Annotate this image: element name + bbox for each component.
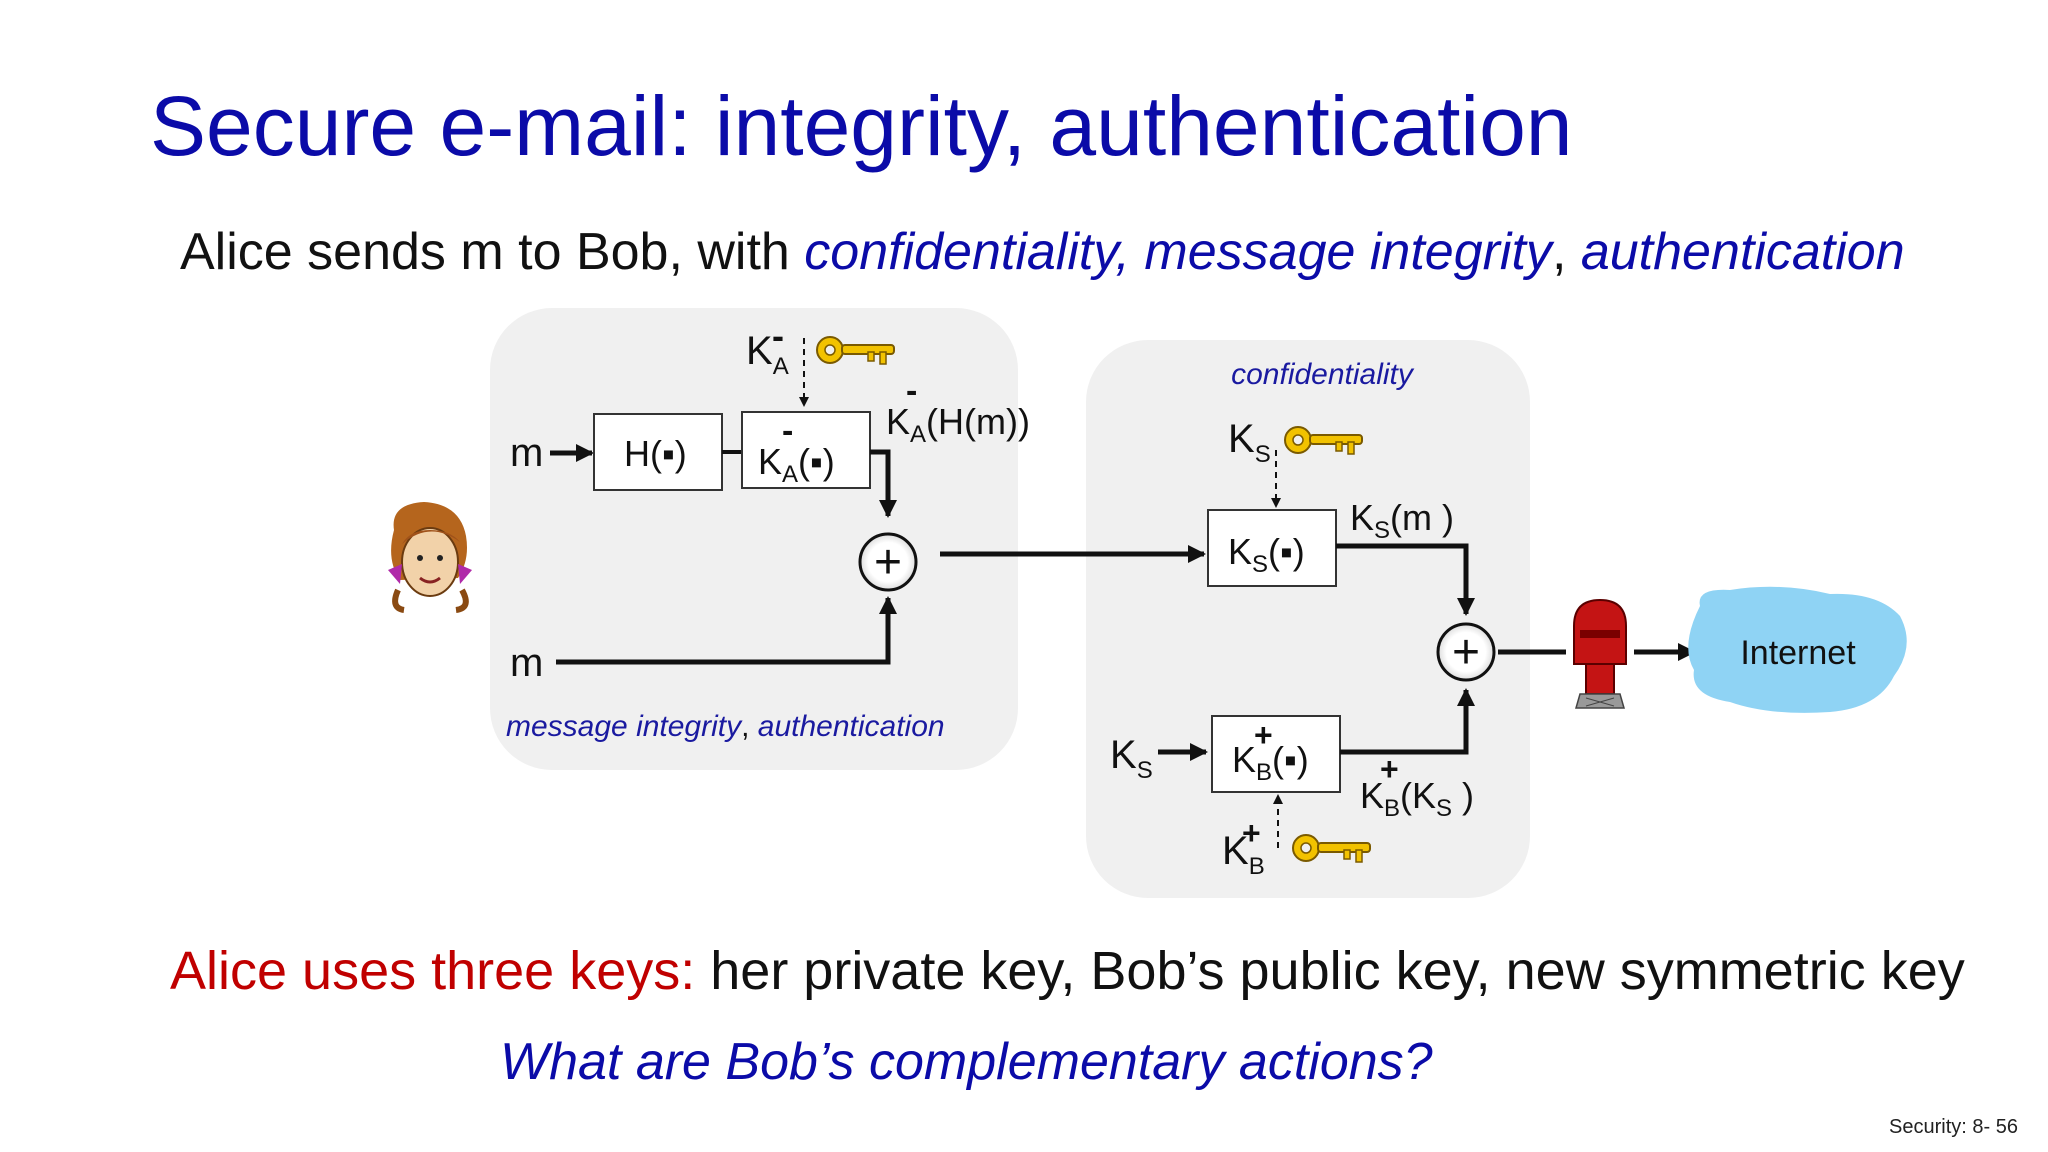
sign-box [741, 411, 871, 489]
subtitle-confidentiality: confidentiality [804, 223, 1116, 281]
right-plus [1436, 622, 1496, 682]
subtitle-message-integrity: message integrity [1144, 223, 1552, 281]
svg-text:KS: KS [1228, 417, 1271, 468]
internet-label: Internet [1740, 634, 1856, 672]
right-caption: confidentiality [1231, 358, 1415, 391]
kb-key-sup: + [1242, 815, 1261, 851]
sign-out-rest: (H(m)) [926, 401, 1030, 442]
subtitle-sep2: , [1551, 223, 1581, 281]
sign-out-k: K [886, 401, 910, 442]
ks-box-close: ) [1293, 531, 1305, 572]
svg-text:KA(H(m)): KA(H(m)) [886, 401, 1030, 448]
kb-box [1211, 715, 1341, 793]
key-icon [816, 336, 895, 365]
mailbox-icon [1573, 598, 1627, 709]
kb-box-k: K [1232, 739, 1256, 780]
svg-text:H(▪): H(▪) [624, 433, 687, 474]
sign-out-sup: - [906, 372, 917, 410]
sign-key-sup: - [772, 315, 784, 356]
subtitle-prefix: Alice sends m to Bob, with [180, 223, 805, 281]
svg-text:KB(KS ): KB(KS ) [1360, 775, 1474, 822]
svg-text:KB(▪): KB(▪) [1232, 739, 1309, 786]
sign-box-k: K [758, 441, 782, 482]
ks-out-rest: (m ) [1390, 497, 1454, 538]
ks-key-k: K [1228, 417, 1255, 461]
sign-box-sub: A [782, 461, 798, 488]
ks-key-sub: S [1255, 441, 1271, 468]
hash-box-close: ) [675, 433, 687, 474]
key-icon [1284, 426, 1363, 455]
sign-box-paren: ( [798, 441, 810, 482]
svg-text:KS(m ): KS(m ) [1350, 497, 1454, 544]
hash-box [593, 413, 723, 491]
ks-box [1207, 509, 1337, 587]
left-caption-sep: , [741, 710, 758, 743]
svg-text:KA: KA [746, 329, 789, 380]
m-top-label: m [510, 431, 543, 475]
sign-box-sup: - [782, 412, 793, 450]
key-icon [1292, 834, 1371, 863]
kb-out-sub2: S [1436, 795, 1452, 822]
sign-box-close: ) [823, 441, 835, 482]
kb-out-close: ) [1452, 775, 1474, 816]
alice-icon [388, 502, 472, 613]
kb-out-k: K [1360, 775, 1384, 816]
kb-out-mid: (K [1400, 775, 1436, 816]
kb-key-sub: B [1249, 853, 1265, 880]
ks-box-paren: ( [1268, 531, 1280, 572]
subtitle-authentication: authentication [1580, 223, 1905, 281]
m-bottom-label: m [510, 641, 543, 685]
svg-text:KB: KB [1222, 829, 1265, 880]
bottom-line-black: her private key, Bob’s public key, new s… [710, 941, 1965, 1001]
left-panel [490, 308, 1018, 770]
ks-in-k: K [1110, 733, 1137, 777]
kb-box-sup: + [1254, 717, 1273, 753]
sign-key-k: K [746, 329, 773, 373]
left-plus [858, 532, 918, 592]
ks-box-sub: S [1252, 551, 1268, 578]
kb-box-close: ) [1297, 739, 1309, 780]
ks-out-k: K [1350, 497, 1374, 538]
subtitle-sep1: , [1115, 223, 1145, 281]
kb-out-sub: B [1384, 795, 1400, 822]
bottom-line: Alice uses three keys: her private key, … [170, 940, 1965, 1002]
left-caption-a: message integrity [506, 710, 743, 743]
kb-key-k: K [1222, 829, 1249, 873]
svg-text:KS: KS [1110, 733, 1153, 784]
svg-text:message integrity, authenticat: message integrity, authentication [506, 710, 945, 743]
kb-box-sub: B [1256, 759, 1272, 786]
question: What are Bob’s complementary actions? [500, 1033, 1433, 1091]
ks-in-sub: S [1137, 757, 1153, 784]
internet-cloud-icon [1688, 586, 1907, 713]
svg-text:KS(▪): KS(▪) [1228, 531, 1305, 578]
right-plus-sign: + [1452, 626, 1480, 679]
svg-text:KA(▪): KA(▪) [758, 441, 835, 488]
sign-key-sub: A [773, 353, 789, 380]
kb-box-paren: ( [1272, 739, 1284, 780]
left-caption-b: authentication [758, 710, 945, 743]
left-plus-sign: + [874, 536, 902, 589]
slide-footer: Security: 8- 56 [1889, 1116, 2018, 1138]
slide-title: Secure e-mail: integrity, authentication [150, 79, 1573, 173]
ks-out-sub: S [1374, 517, 1390, 544]
hash-box-label: H( [624, 433, 662, 474]
kb-out-sup: + [1380, 751, 1399, 787]
subtitle: Alice sends m to Bob, with confidentiali… [180, 222, 1905, 282]
sign-out-sub: A [910, 421, 926, 448]
ks-box-k: K [1228, 531, 1252, 572]
bottom-line-red: Alice uses three keys: [170, 941, 711, 1001]
